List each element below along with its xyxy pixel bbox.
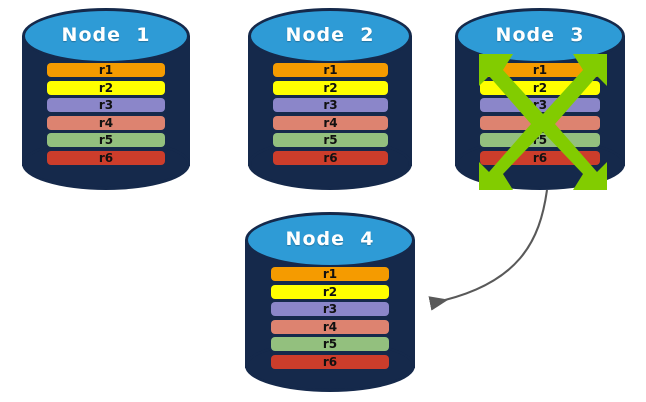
node-4-label: Node 4 [285,228,375,250]
row-r4[interactable]: r4 [480,115,600,130]
node-3-label: Node 3 [495,24,585,46]
node-1-rows: r1 r2 r3 r4 r5 r6 [47,63,165,167]
row-r5[interactable]: r5 [271,337,389,351]
row-r1[interactable]: r1 [271,267,389,281]
arrow-path [428,189,549,311]
cylinder-top [248,8,412,64]
row-r3[interactable]: r3 [271,302,389,316]
node-2[interactable]: Node 2 r1 r2 r3 r4 r5 r6 [248,8,412,190]
row-r2[interactable]: r2 [273,80,388,95]
row-r2[interactable]: r2 [271,284,389,299]
row-r3[interactable]: r3 [47,98,165,112]
row-r6[interactable]: r6 [47,150,165,165]
row-r1[interactable]: r1 [480,63,600,77]
node-2-label: Node 2 [285,24,375,46]
node-3[interactable]: Node 3 r1 r2 r3 r4 r5 r6 [455,8,625,190]
node-4-rows: r1 r2 r3 r4 r5 r6 [271,267,389,371]
row-r4[interactable]: r4 [273,115,388,130]
row-r2[interactable]: r2 [47,80,165,95]
row-r5[interactable]: r5 [273,133,388,147]
row-r1[interactable]: r1 [47,63,165,77]
row-r3[interactable]: r3 [480,98,600,112]
node-2-rows: r1 r2 r3 r4 r5 r6 [273,63,388,167]
node-3-rows: r1 r2 r3 r4 r5 r6 [480,63,600,167]
row-r1[interactable]: r1 [273,63,388,77]
row-r4[interactable]: r4 [271,319,389,334]
row-r6[interactable]: r6 [480,150,600,165]
node-1[interactable]: Node 1 r1 r2 r3 r4 r5 r6 [22,8,190,190]
row-r6[interactable]: r6 [273,150,388,165]
row-r3[interactable]: r3 [273,98,388,112]
cylinder-top [22,8,190,64]
row-r5[interactable]: r5 [480,133,600,147]
row-r6[interactable]: r6 [271,354,389,369]
node-4[interactable]: Node 4 r1 r2 r3 r4 r5 r6 [245,212,415,392]
row-r4[interactable]: r4 [47,115,165,130]
row-r2[interactable]: r2 [480,80,600,95]
cylinder-top [245,212,415,268]
node-1-label: Node 1 [61,24,151,46]
row-r5[interactable]: r5 [47,133,165,147]
